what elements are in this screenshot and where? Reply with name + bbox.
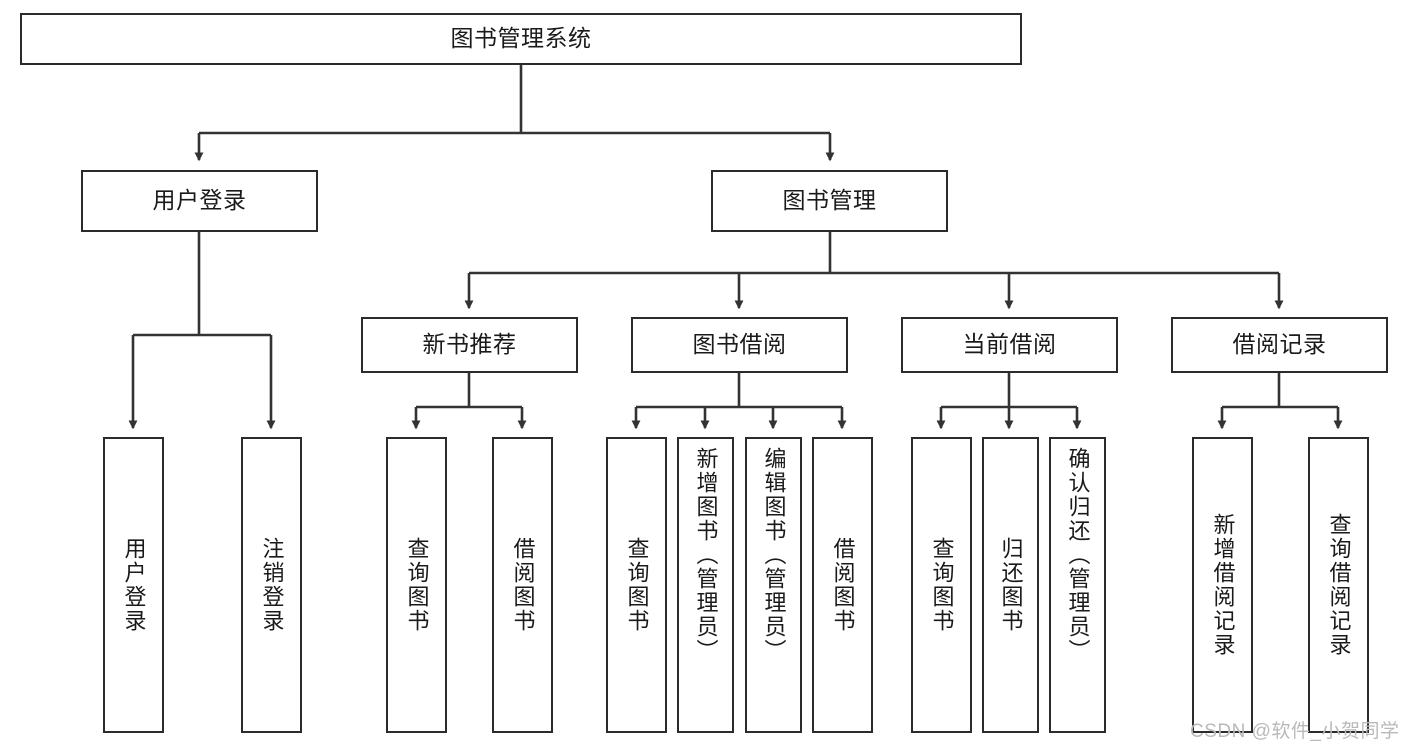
node-borrow-label: 图书借阅 [692, 331, 787, 358]
node-leaf-confirm-return-label: 确认归还（管理员） [1065, 447, 1091, 663]
root-connectors [194, 65, 835, 162]
node-leaf-return-book[interactable]: 归还图书 [982, 437, 1039, 733]
newbook-connectors [411, 373, 527, 430]
node-newbook[interactable]: 新书推荐 [361, 317, 578, 373]
records-connectors [1217, 373, 1343, 430]
node-leaf-borrow-book-1[interactable]: 借阅图书 [492, 437, 553, 733]
node-leaf-query-record-label: 查询借阅记录 [1326, 513, 1352, 657]
node-leaf-add-book-label: 新增图书（管理员） [693, 447, 719, 663]
node-leaf-user-logout-label: 注销登录 [259, 537, 285, 633]
node-login[interactable]: 用户登录 [81, 170, 318, 232]
node-bookmgmt-label: 图书管理 [782, 187, 877, 214]
node-leaf-confirm-return[interactable]: 确认归还（管理员） [1049, 437, 1106, 733]
node-leaf-user-logout[interactable]: 注销登录 [241, 437, 302, 733]
node-leaf-user-login-label: 用户登录 [121, 537, 147, 633]
node-leaf-query-book-2-label: 查询图书 [624, 537, 650, 633]
node-current[interactable]: 当前借阅 [901, 317, 1118, 373]
node-leaf-user-login[interactable]: 用户登录 [103, 437, 164, 733]
node-leaf-return-book-label: 归还图书 [998, 537, 1024, 633]
node-leaf-query-book-2[interactable]: 查询图书 [606, 437, 667, 733]
node-newbook-label: 新书推荐 [422, 331, 517, 358]
watermark: CSDN @软件_小贺同学 [1190, 721, 1400, 742]
node-leaf-add-record-label: 新增借阅记录 [1210, 513, 1236, 657]
node-leaf-query-record[interactable]: 查询借阅记录 [1308, 437, 1369, 733]
node-leaf-query-book-3[interactable]: 查询图书 [911, 437, 972, 733]
node-leaf-add-book[interactable]: 新增图书（管理员） [677, 437, 734, 733]
current-connectors [936, 373, 1082, 430]
node-records[interactable]: 借阅记录 [1171, 317, 1388, 373]
node-leaf-borrow-book-2[interactable]: 借阅图书 [812, 437, 873, 733]
node-borrow[interactable]: 图书借阅 [631, 317, 848, 373]
node-leaf-query-book-1-label: 查询图书 [404, 537, 430, 633]
node-leaf-add-record[interactable]: 新增借阅记录 [1192, 437, 1253, 733]
node-leaf-edit-book[interactable]: 编辑图书（管理员） [745, 437, 802, 733]
node-bookmgmt[interactable]: 图书管理 [711, 170, 948, 232]
borrow-connectors [631, 373, 847, 430]
node-leaf-edit-book-label: 编辑图书（管理员） [761, 447, 787, 663]
login-connectors [128, 232, 276, 430]
node-leaf-query-book-3-label: 查询图书 [929, 537, 955, 633]
node-leaf-borrow-book-2-label: 借阅图书 [830, 537, 856, 633]
node-records-label: 借阅记录 [1232, 331, 1327, 358]
node-leaf-borrow-book-1-label: 借阅图书 [510, 537, 536, 633]
node-leaf-query-book-1[interactable]: 查询图书 [386, 437, 447, 733]
node-current-label: 当前借阅 [962, 331, 1057, 358]
node-root-label: 图书管理系统 [450, 25, 592, 52]
node-root[interactable]: 图书管理系统 [20, 13, 1022, 65]
node-login-label: 用户登录 [152, 187, 247, 214]
bookmgmt-connectors [464, 232, 1284, 310]
